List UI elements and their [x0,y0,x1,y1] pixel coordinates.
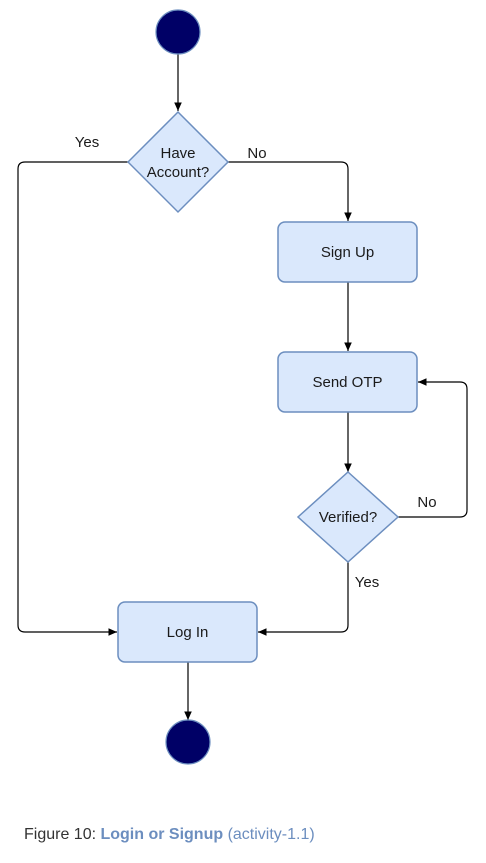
have-account-yes-label: Yes [75,134,99,151]
verified-label: Verified? [319,509,377,526]
edge-have-account-no-to-sign-up [228,161,352,221]
figure-caption: Figure 10: Login or Signup (activity-1.1… [24,826,315,844]
end-node [165,719,211,765]
have-account-no-label: No [247,145,266,162]
caption-title: Login or Signup [100,826,224,843]
sign-up-action: Sign Up [277,221,418,283]
have-account-label-line2: Account? [147,164,210,181]
have-account-decision: Have Account? [126,110,230,214]
edge-verified-yes-to-log-in [258,562,349,636]
verified-decision: Verified? [296,470,400,564]
edges [17,54,468,720]
have-account-label-line1: Have [160,145,195,162]
log-in-action: Log In [117,601,258,663]
verified-yes-label: Yes [355,574,379,591]
activity-diagram: Have Account? Sign Up Send OTP Verified?… [17,9,468,765]
send-otp-action: Send OTP [277,351,418,413]
log-in-label: Log In [167,624,209,641]
edge-verified-no-to-send-otp [398,378,468,518]
sign-up-label: Sign Up [321,244,374,261]
caption-prefix: Figure 10: [24,826,101,843]
caption-id: (activity-1.1) [223,826,315,843]
send-otp-label: Send OTP [312,374,382,391]
start-node [155,9,201,55]
verified-no-label: No [417,494,436,511]
edge-have-account-yes-to-log-in [17,161,128,636]
